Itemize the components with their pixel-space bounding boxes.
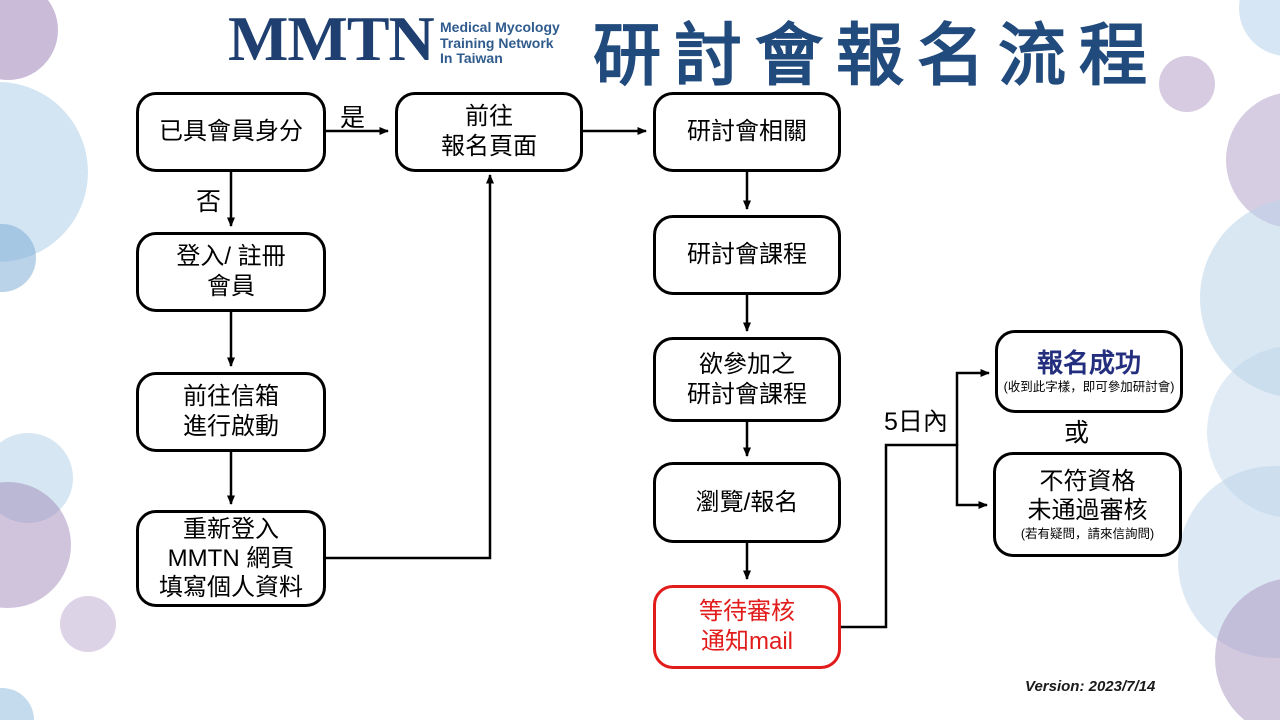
node-text: 通知mail <box>700 628 793 655</box>
node-text: 等待審核 <box>699 598 795 625</box>
node-login-register: 登入/ 註冊 會員 <box>136 232 326 312</box>
connector-wait-to-branch <box>838 443 957 629</box>
node-text: 進行啟動 <box>183 413 279 440</box>
label-or: 或 <box>1064 419 1090 447</box>
node-note: (收到此字樣，即可參加研討會) <box>1003 380 1175 394</box>
node-text: 前往 <box>465 103 513 130</box>
node-text: 報名頁面 <box>441 133 537 160</box>
connector-branch-to-fail <box>955 444 988 509</box>
node-text: 報名成功 <box>1036 348 1141 378</box>
node-text: 不符資格 <box>1039 468 1136 495</box>
node-text: 已具會員身分 <box>159 118 303 145</box>
node-member-check: 已具會員身分 <box>136 92 326 172</box>
node-registration-success: 報名成功 (收到此字樣，即可參加研討會) <box>995 330 1183 413</box>
label-within-5-days: 5日內 <box>884 408 948 436</box>
node-text: 欲參加之 <box>699 350 795 378</box>
node-goto-mailbox: 前往信箱 進行啟動 <box>136 372 326 452</box>
node-text: 重新登入 <box>183 516 279 543</box>
label-yes: 是 <box>340 104 366 132</box>
node-wait-review: 等待審核 通知mail <box>653 585 841 669</box>
mmtn-logo-subtitle: Medical Mycology Training Network In Tai… <box>440 19 560 67</box>
node-relogin: 重新登入 MMTN 網頁 填寫個人資料 <box>136 510 326 607</box>
connector-relogin-to-registration <box>322 174 494 560</box>
page-title: 研討會報名流程 <box>593 18 1161 94</box>
decor-circle-bottomleft-purple-small <box>60 596 116 652</box>
node-goto-registration: 前往 報名頁面 <box>395 92 583 172</box>
node-text: 前往信箱 <box>183 383 279 410</box>
connector-branch-to-success <box>955 369 990 446</box>
mmtn-logo: MMTN <box>228 3 435 74</box>
logo-subtitle-line: Training Network <box>440 34 554 51</box>
node-text: 登入/ 註冊 <box>176 243 286 270</box>
node-text: 會員 <box>207 273 255 300</box>
node-not-qualified: 不符資格 未通過審核 (若有疑問，請來信詢問) <box>993 452 1182 557</box>
node-text: MMTN 網頁 <box>167 545 295 572</box>
node-seminar-courses: 研討會課程 <box>653 215 841 295</box>
logo-subtitle-line: In Taiwan <box>440 50 503 66</box>
node-text: 研討會課程 <box>687 380 807 408</box>
node-text: 瀏覽/報名 <box>695 488 799 516</box>
node-browse-register: 瀏覽/報名 <box>653 462 841 543</box>
node-text: 未通過審核 <box>1027 497 1148 524</box>
node-text: 研討會相關 <box>687 118 807 145</box>
node-note: (若有疑問，請來信詢問) <box>1020 527 1155 541</box>
node-seminar-related: 研討會相關 <box>653 92 841 172</box>
logo-subtitle-line: Medical Mycology <box>440 19 560 35</box>
label-no: 否 <box>196 188 222 216</box>
version-text: Version: 2023/7/14 <box>1025 678 1156 695</box>
node-desired-course: 欲參加之 研討會課程 <box>653 337 841 422</box>
node-text: 研討會課程 <box>687 241 807 268</box>
node-text: 填寫個人資料 <box>159 574 303 601</box>
decor-circle-right-purple-small <box>1159 56 1215 112</box>
